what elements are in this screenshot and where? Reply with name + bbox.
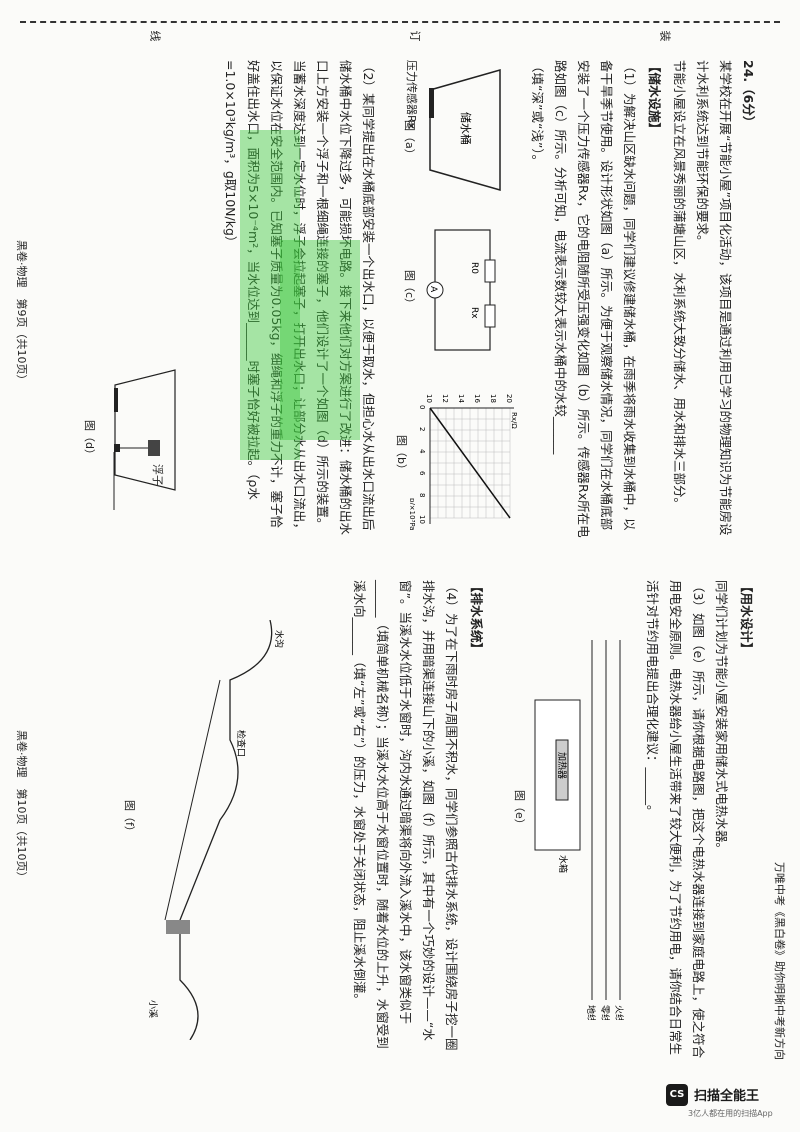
scanner-name: 扫描全能王 [694,1089,760,1104]
figure-a: 储水桶 图（a） [400,60,510,200]
figure-c: A R0 Rx 图（c） [400,220,500,360]
tank-label: 储水桶 [459,112,473,145]
question-number: 24.（6分） [741,60,756,129]
series-line [429,407,511,519]
x-tick-label: 6 [418,471,426,476]
y-tick-label: 16 [473,394,481,403]
drainage-drawing: 水沟 检查口 小溪 [147,620,285,1040]
r0-label: R0 [469,262,479,274]
highlight-mark [280,240,360,440]
ground-wire-label: 地线 [585,1005,597,1020]
figure-c-caption: 图（c） [403,270,416,310]
x-tick-label: 8 [418,493,426,497]
y-tick-label: 18 [489,394,497,403]
figure-a-sensor-label: 压力传感器Rx [405,60,418,130]
right-column: 万唯中考《黑白卷》助你明晰中考新方向 【用水设计】 同学们计划为节能小屋安装家用… [80,580,786,1060]
scanner-badge: CS 扫描全能王 3亿人都在用的扫描App [666,1082,786,1122]
y-tick-label: 10 [425,394,433,403]
creek-label: 小溪 [147,1000,159,1018]
figure-d: 浮子 图（d） [80,360,180,530]
y-tick-label: 20 [505,394,513,403]
x-tick-label: 2 [418,427,426,431]
tank-label-e: 水箱 [557,855,569,873]
binding-word: 装 [658,30,672,42]
neutral-wire-label: 零线 [599,1005,611,1020]
x-tick-label: 10 [418,515,426,524]
x-axis-label: p/×10³Pa [410,498,416,530]
figure-e-caption: 图（e） [513,790,526,830]
float-plug-drawing [113,369,176,510]
scanner-logo-icon: CS [666,1084,688,1106]
binding-word: 订 [408,30,422,42]
section-use-title: 【用水设计】 [739,580,754,656]
figure-b-caption: 图（b） [395,435,408,475]
y-axis-label: Rx/Ω [510,412,518,429]
footer-page-10: 黑卷·物理 第10页（共10页） [15,730,28,883]
float-label: 浮子 [151,464,164,486]
footer-page-9: 黑卷·物理 第9页（共10页） [15,240,28,386]
ammeter-symbol: A [428,286,438,293]
scanner-tagline: 3亿人都在用的扫描App [688,1109,773,1118]
header-right: 万唯中考《黑白卷》助你明晰中考新方向 [773,862,786,1060]
question-part-3: （3）如图（e）所示，请你根据电路图，把这个电热水器连接到家庭电路上，使之符合用… [645,580,706,1059]
question-sub-intro: 节能小屋设立在风景秀丽的蒲塘山区，水利系统大致分储水、用水和排水三部分。 [672,60,687,511]
storage-tank-drawing: 储水桶 [429,69,501,191]
x-tick-label: 0 [418,405,426,409]
rotated-exam-content: 24.（6分） 某学校在开展“节能小屋”项目化活动，该项目是通过利用已学习的物理… [80,60,786,1060]
question-intro: 某学校在开展“节能小屋”项目化活动，该项目是通过利用已学习的物理知识为节能房设计… [695,60,733,536]
x-tick-label: 4 [418,449,426,454]
part-4-block: 【排水系统】 （4）为了在下雨时房子周围不积水，同学们参照古代排水系统，设计围绕… [348,580,490,1060]
highlight-mark [240,130,300,460]
figure-f: 水沟 检查口 小溪 图（f） [110,620,290,1040]
live-wire-label: 火线 [613,1005,625,1020]
question-part-1: （1）为解决山区缺水问题，同学们建议修建储水桶，在雨季将雨水收集到水桶中，以备干… [530,60,637,538]
figure-d-caption: 图（d） [83,420,96,460]
section-storage-title: 【储水设施】 [647,60,662,136]
ditch-label: 水沟 [273,630,285,648]
section-drain-title: 【排水系统】 [469,580,484,656]
circuit-c-drawing: A R0 Rx [426,229,496,351]
rx-label: Rx [469,307,479,319]
y-tick-label: 12 [441,394,449,403]
binding-word: 线 [148,30,162,42]
use-intro: 同学们计划为节能小屋安装家用储水式电热水器。 [714,580,729,856]
heater-label: 加热器 [556,752,568,779]
binding-strip: 线 订 装 [20,10,780,42]
figure-e: 火线 零线 地线 加热器 水箱 图（e） [510,640,630,1020]
question-part-4: （4）为了在下雨时房子周围不积水，同学们参照古代排水系统，设计围绕房子挖一圈排水… [352,580,459,1051]
y-tick-label: 14 [457,394,465,403]
figure-f-caption: 图（f） [123,800,136,837]
inspection-label: 检查口 [235,730,247,757]
binding-dashed-line [20,21,780,23]
water-heater-drawing: 火线 零线 地线 加热器 水箱 [534,640,625,1020]
left-column: 24.（6分） 某学校在开展“节能小屋”项目化活动，该项目是通过利用已学习的物理… [80,60,760,540]
